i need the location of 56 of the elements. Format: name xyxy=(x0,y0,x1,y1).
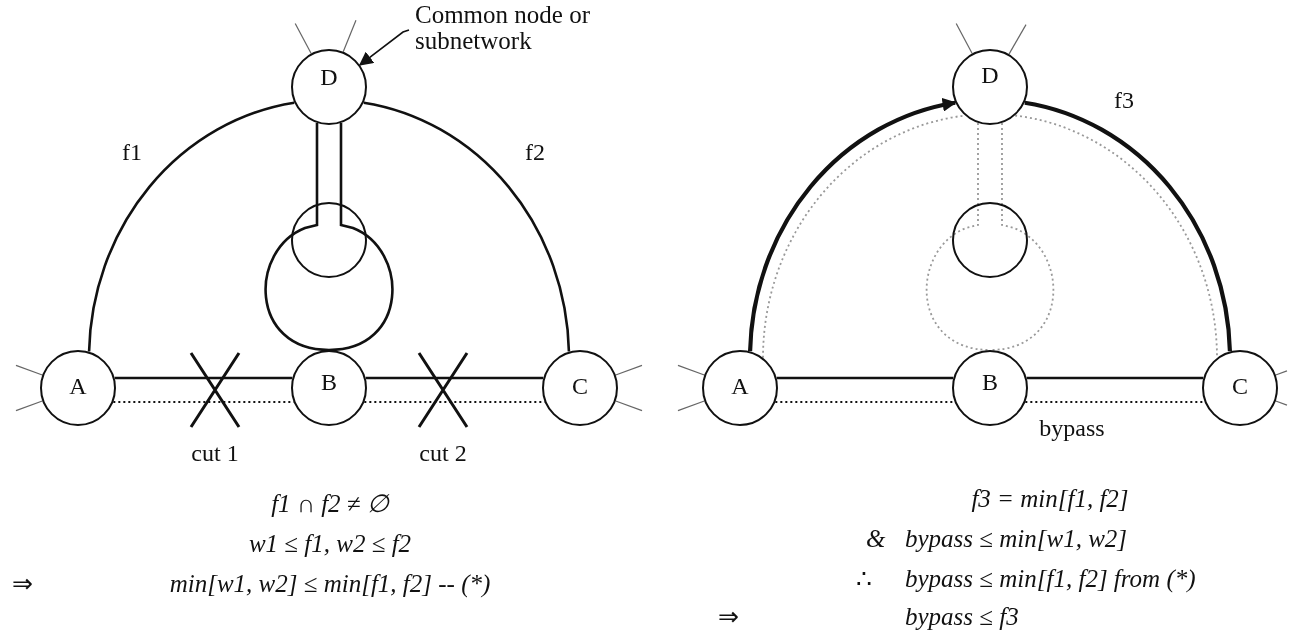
equation-text: & xyxy=(866,525,886,553)
link-stub xyxy=(615,400,643,412)
math-symbol: ∴ xyxy=(856,565,872,593)
flow-arc xyxy=(1024,100,1232,352)
link-stub xyxy=(342,19,357,53)
link-stub xyxy=(1275,400,1288,406)
math-symbol: ⇒ xyxy=(718,603,739,631)
link-stub xyxy=(294,22,312,55)
equation-text: bypass ≤ f3 xyxy=(905,603,1019,631)
equation-text: bypass ≤ min[w1, w2] xyxy=(905,525,1128,553)
node-circle xyxy=(291,350,367,426)
node-circle xyxy=(291,202,367,278)
cut-label: cut 1 xyxy=(191,440,239,467)
node-label: D xyxy=(320,65,338,89)
equation-text: f3 = min[f1, f2] xyxy=(971,485,1129,513)
equation-text: w1 ≤ f1, w2 ≤ f2 xyxy=(248,530,412,558)
flow-arrow xyxy=(748,98,957,352)
link-stub xyxy=(955,22,973,55)
link-line xyxy=(114,376,293,380)
link-stub xyxy=(615,364,643,376)
node-circle xyxy=(952,49,1028,125)
link-line xyxy=(1026,376,1204,380)
node-label: D xyxy=(981,63,999,87)
node-circle xyxy=(542,350,618,426)
flow-arc xyxy=(363,101,571,352)
flow-arc xyxy=(87,101,295,352)
cut-label: cut 2 xyxy=(419,440,467,467)
link-stub xyxy=(1008,24,1027,55)
node-label: C xyxy=(1232,374,1248,398)
link-line xyxy=(365,376,544,380)
node-label: A xyxy=(69,374,87,398)
link-line xyxy=(776,376,954,380)
node-circle xyxy=(952,350,1028,426)
node-label: C xyxy=(572,374,588,398)
node-circle xyxy=(702,350,778,426)
node-circle xyxy=(1202,350,1278,426)
node-circle xyxy=(40,350,116,426)
link-stub xyxy=(15,400,43,412)
link-stub xyxy=(677,400,705,412)
tube-line xyxy=(315,121,343,206)
node-circle xyxy=(952,202,1028,278)
math-symbol: ⇒ xyxy=(12,570,33,598)
node-circle xyxy=(291,49,367,125)
node-label: B xyxy=(321,370,337,394)
flow-arc xyxy=(762,114,966,359)
equation-text: f1 ∩ f2 ≠ ∅ xyxy=(271,490,389,518)
node-label: A xyxy=(731,374,749,398)
pointer-arrow xyxy=(358,29,410,66)
annotation-text: Common node or subnetwork xyxy=(415,2,591,55)
link-stub xyxy=(1275,370,1288,376)
node-label: B xyxy=(982,370,998,394)
link-stub xyxy=(677,364,705,376)
link-stub xyxy=(15,364,43,376)
tube-line xyxy=(977,122,1003,205)
equation-text: bypass ≤ min[f1, f2] from (*) xyxy=(905,565,1196,593)
equation-text: min[w1, w2] ≤ min[f1, f2] -- (*) xyxy=(169,570,491,598)
